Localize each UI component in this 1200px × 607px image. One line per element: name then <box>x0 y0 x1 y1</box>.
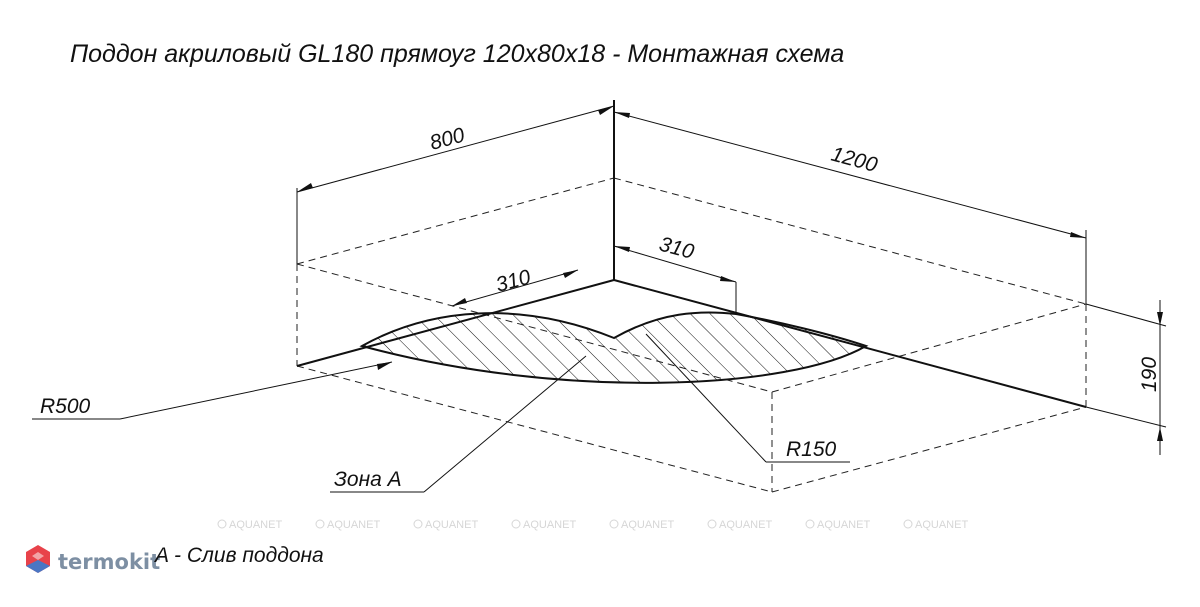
hexagon-logo-icon <box>26 545 50 573</box>
dimension-190: 190 <box>1138 357 1161 392</box>
watermark-text: AQUANET <box>621 519 674 531</box>
watermark-text: AQUANET <box>229 519 282 531</box>
watermark-icon <box>805 519 815 529</box>
diagram-title: Поддон акриловый GL180 прямоуг 120x80x18… <box>70 40 844 68</box>
extension-lines <box>296 112 1167 428</box>
label-zone-a: Зона A <box>334 468 402 491</box>
leader-lines <box>32 333 850 493</box>
label-r500: R500 <box>40 395 91 418</box>
legend-text: A - Слив поддона <box>153 544 324 567</box>
watermark-text: AQUANET <box>425 519 478 531</box>
watermark-icon <box>511 519 521 529</box>
dimension-800: 800 <box>427 123 467 154</box>
watermark-icon <box>315 519 325 529</box>
watermark-row: AQUANET AQUANET AQUANET AQUANET AQUANET AQUAN… <box>217 519 968 531</box>
watermark-icon <box>707 519 717 529</box>
dimension-310-left: 310 <box>493 265 533 296</box>
watermark-icon <box>609 519 619 529</box>
watermark-icon <box>413 519 423 529</box>
watermark-icon <box>217 519 227 529</box>
watermark-text: AQUANET <box>327 519 380 531</box>
watermark-text: AQUANET <box>817 519 870 531</box>
watermark-text: AQUANET <box>719 519 772 531</box>
drain-zone <box>359 311 869 384</box>
dimension-lines <box>296 105 1163 455</box>
watermark-text: AQUANET <box>523 519 576 531</box>
logo-text: termokit <box>58 550 160 574</box>
watermark-text: AQUANET <box>915 519 968 531</box>
dimension-310-right: 310 <box>657 233 697 264</box>
label-r150: R150 <box>786 438 837 461</box>
termokit-logo: termokit <box>26 545 160 574</box>
watermark-icon <box>903 519 913 529</box>
